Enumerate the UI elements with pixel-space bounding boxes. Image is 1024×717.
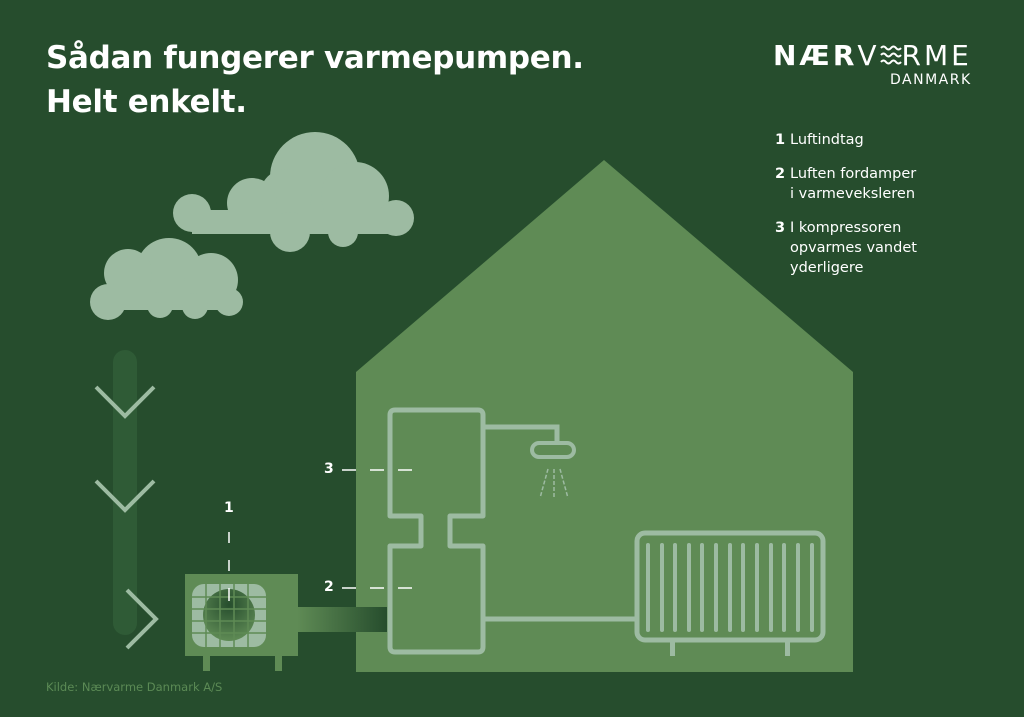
logo-waves-icon — [879, 42, 902, 66]
legend-number: 3 — [775, 220, 786, 236]
legend-text: I kompressoren opvarmes vandet yderliger… — [790, 220, 917, 276]
marker-leader-lines — [228, 469, 412, 601]
airflow-arrows — [94, 350, 159, 650]
source-credit: Kilde: Nærvarme Danmark A/S — [46, 680, 223, 694]
logo-subtitle: DANMARK — [890, 72, 972, 88]
title-line-1: Sådan fungerer varmepumpen. — [46, 40, 584, 76]
legend-number: 2 — [775, 166, 786, 182]
legend: 1 Luftindtag 2 Luften fordamper i varmev… — [775, 130, 917, 292]
brand-logo: NÆRV RME DANMARK — [773, 39, 972, 89]
cloud-small-icon — [90, 238, 243, 320]
chevron-right-icon — [125, 588, 159, 650]
legend-item-2: 2 Luften fordamper i varmeveksleren — [775, 164, 917, 204]
marker-2: 2 — [324, 579, 334, 595]
cloud-large-icon — [173, 132, 414, 252]
shower-head-icon — [530, 441, 576, 459]
house-icon — [356, 160, 853, 672]
legend-number: 1 — [775, 132, 786, 148]
logo-brand-v: V — [857, 39, 880, 72]
outdoor-heat-pump-unit — [185, 574, 298, 671]
radiator-icon — [634, 530, 826, 656]
fan-icon — [203, 589, 255, 641]
air-duct — [297, 607, 387, 632]
marker-1: 1 — [224, 500, 234, 516]
legend-text: Luften fordamper i varmeveksleren — [790, 166, 917, 202]
logo-brand-bold: NÆR — [773, 39, 858, 72]
title-line-2: Helt enkelt. — [46, 84, 247, 120]
logo-brand-rest: RME — [901, 39, 972, 72]
chevron-down-icon — [94, 479, 156, 513]
legend-text: Luftindtag — [790, 132, 864, 148]
water-spray-icon — [539, 468, 569, 499]
water-tank-icon — [387, 407, 486, 655]
legend-item-1: 1 Luftindtag — [775, 130, 917, 150]
page-title: Sådan fungerer varmepumpen. Helt enkelt. — [46, 36, 584, 124]
legend-item-3: 3 I kompressoren opvarmes vandet yderlig… — [775, 218, 917, 278]
marker-3: 3 — [324, 461, 334, 477]
chevron-down-icon — [94, 385, 156, 419]
